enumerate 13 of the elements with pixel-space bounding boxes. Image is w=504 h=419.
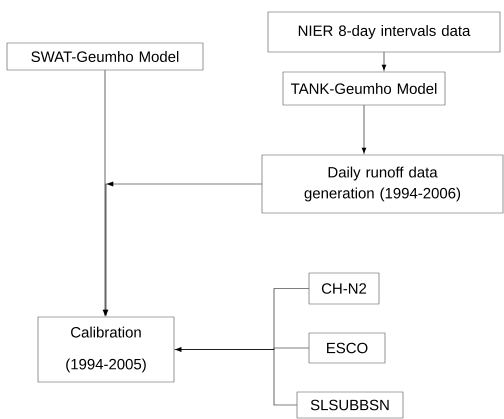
process-box: ESCO <box>308 332 386 364</box>
process-box: SLSUBBSN <box>296 392 404 418</box>
arrow <box>362 105 366 154</box>
arrow <box>175 347 297 406</box>
arrow <box>104 182 262 316</box>
process-box: TANK-Geumho Model <box>282 72 446 106</box>
process-box: CH-N2 <box>308 272 380 304</box>
arrow <box>102 70 108 316</box>
process-box: Daily runoff data generation (1994-2006) <box>262 154 504 214</box>
process-box: NIER 8-day intervals data <box>268 12 500 52</box>
process-box: Calibration (1994-2005) <box>38 316 174 382</box>
process-box: SWAT-Geumho Model <box>6 42 204 70</box>
arrow <box>382 52 386 71</box>
